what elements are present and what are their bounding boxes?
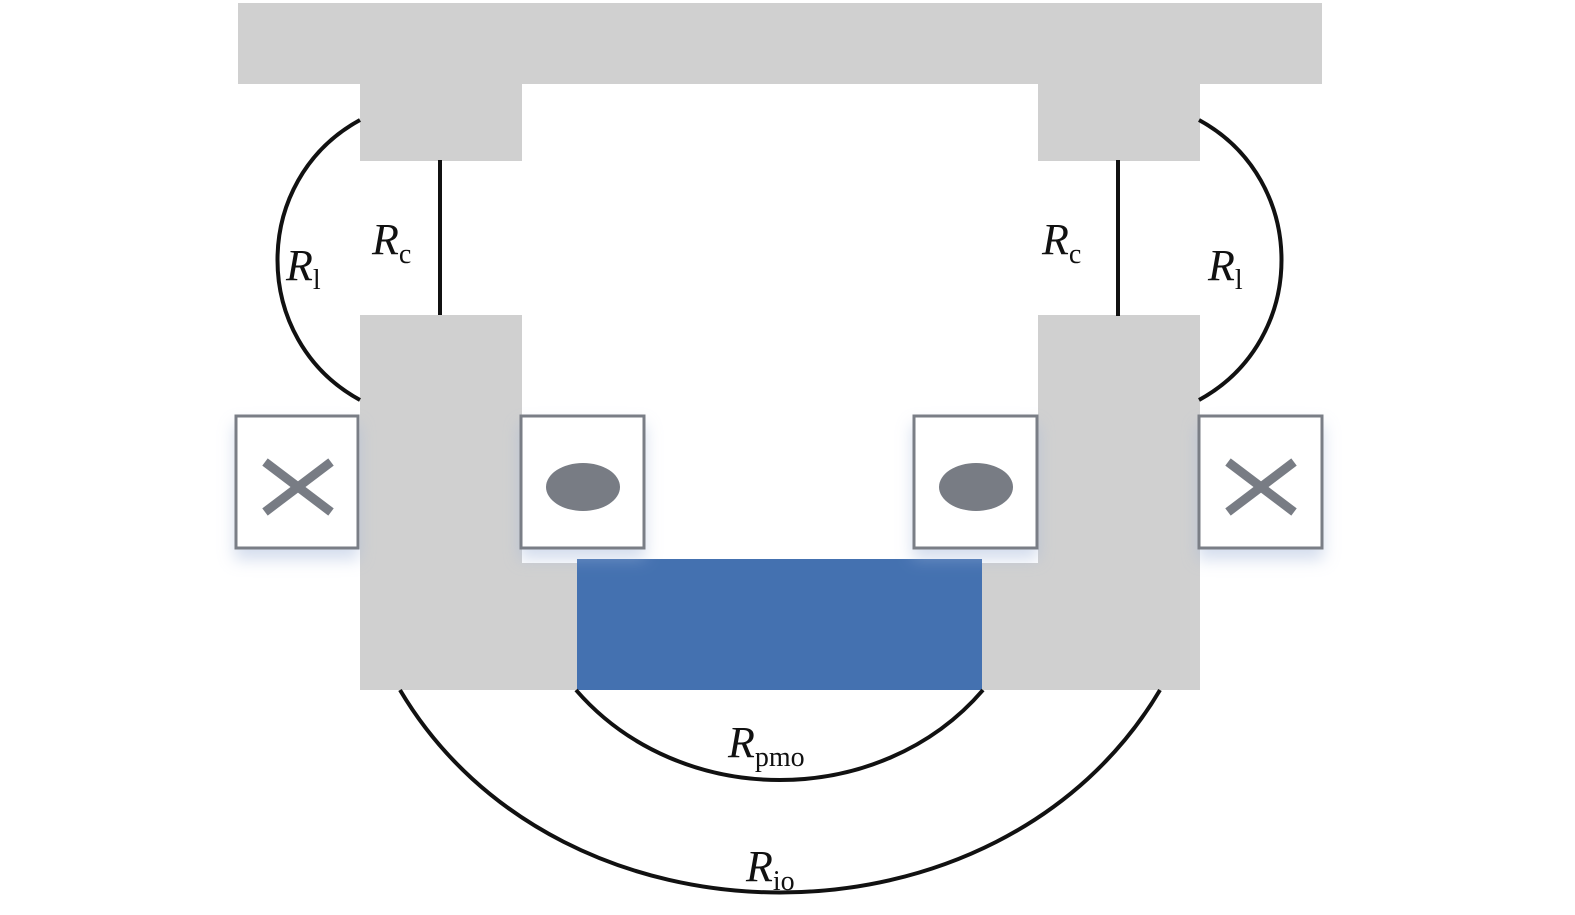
reluctance-paths — [275, 118, 1284, 895]
permanent-magnet — [577, 559, 982, 690]
coil-inner-left — [519, 414, 646, 550]
rl-left-arc — [275, 118, 361, 402]
label-rpmo: Rpmo — [727, 718, 805, 773]
cross-icon — [262, 458, 334, 516]
rio-arc — [398, 688, 1162, 895]
label-rc-left: Rc — [371, 215, 411, 270]
label-rc-right: Rc — [1041, 215, 1081, 270]
coil-outer-left — [234, 414, 360, 550]
coil-outer-right — [1197, 414, 1324, 550]
core-left-tooth — [360, 84, 522, 161]
label-rl-left: Rl — [285, 241, 321, 296]
dot-icon — [939, 463, 1013, 511]
core-right-tooth — [1038, 84, 1200, 161]
cross-icon — [1225, 458, 1297, 516]
core-top-bar — [238, 3, 1322, 84]
coil-inner-right — [912, 414, 1039, 550]
rl-right-arc — [1198, 118, 1284, 402]
rpmo-arc — [574, 688, 985, 782]
label-rl-right: Rl — [1207, 241, 1243, 296]
dot-icon — [546, 463, 620, 511]
label-rio: Rio — [745, 842, 795, 897]
